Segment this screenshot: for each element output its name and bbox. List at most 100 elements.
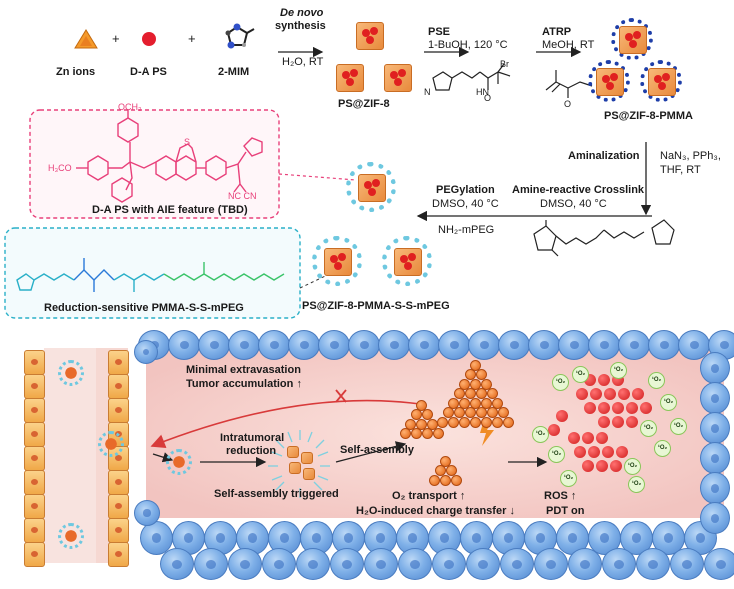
arrow-self-assembly: [335, 441, 407, 463]
ros-particle: [556, 410, 568, 422]
tumor-cell: [704, 548, 734, 580]
ros-particle: [584, 402, 596, 414]
assembled-particle: [459, 416, 470, 428]
ros-text: ROS: [544, 490, 568, 502]
zif8-particle: [384, 64, 412, 92]
tumor-cell: [498, 330, 530, 360]
peg-core: [324, 248, 352, 276]
singlet-oxygen-badge: ¹O₂: [628, 476, 645, 493]
mim-label: 2-MIM: [218, 66, 250, 78]
tumor-cell: [700, 382, 730, 414]
pmma-to-particle-line: [299, 269, 339, 289]
assembled-particle: [453, 407, 465, 419]
ros-particle: [626, 416, 638, 428]
tumor-cell: [648, 330, 680, 360]
pmma-box: [4, 227, 301, 319]
zn-ion-triangle-icon: [74, 29, 98, 49]
pse-molecule: [432, 63, 511, 91]
o-label-pse: O: [484, 93, 492, 103]
assembled-particle: [481, 397, 492, 409]
assembled-particle: [464, 369, 476, 381]
synthesis-label: synthesis: [275, 20, 326, 32]
assembled-particle: [503, 416, 514, 428]
tumor-cell: [228, 330, 260, 360]
assembled-particle: [475, 388, 487, 400]
assembled-particle: [448, 416, 459, 428]
assembled-particle: [448, 397, 459, 409]
ros-particle: [590, 388, 602, 400]
singlet-oxygen-badge: ¹O₂: [548, 446, 565, 463]
tumor-accumulation-label: Tumor accumulation ↑: [186, 378, 302, 391]
blocked-x-icon: [335, 389, 347, 403]
ros-particle: [612, 402, 624, 414]
ros-particle: [598, 402, 610, 414]
pmma-particle: [588, 60, 630, 102]
crosslink-cond: DMSO, 40 °C: [540, 198, 607, 210]
assembled-particle: [497, 407, 509, 419]
o2-transport-label: O₂ transport ↑: [392, 490, 465, 503]
assembled-particle: [481, 416, 492, 428]
tumor-cell: [318, 330, 350, 360]
extravasation-arrow: [150, 399, 421, 449]
released-core: [301, 452, 313, 464]
ros-particle: [604, 388, 616, 400]
tumor-cell: [432, 548, 466, 580]
crosslinker-molecule: [533, 219, 675, 257]
tumor-cell: [194, 548, 228, 580]
singlet-oxygen-badge: ¹O₂: [532, 426, 549, 443]
assembled-particle: [486, 388, 498, 400]
self-assembly-label: Self-assembly: [340, 444, 414, 456]
endothelial-cell: [108, 518, 129, 543]
tumor-cell: [468, 330, 500, 360]
tumor-cell: [330, 548, 364, 580]
pdt-on-label: PDT on: [546, 505, 585, 517]
atrp-label: ATRP: [542, 26, 572, 38]
endothelial-cell: [108, 470, 129, 495]
tumor-cell: [228, 548, 262, 580]
assembled-particle: [427, 418, 438, 430]
endothelial-cell: [24, 398, 45, 423]
up-arrow-icon: ↑: [459, 490, 466, 502]
final-particle-label: PS@ZIF-8-PMMA-S-S-mPEG: [302, 300, 450, 312]
ros-particle: [626, 402, 638, 414]
ros-particle: [582, 432, 594, 444]
assembled-particle: [459, 397, 470, 409]
vessel-particle: [58, 523, 84, 549]
synthesis-cond: H₂O, RT: [282, 56, 324, 68]
peg-micelle: [346, 162, 396, 212]
charge-transfer-label: H₂O-induced charge transfer ↓: [356, 505, 515, 518]
assembled-particle: [470, 360, 481, 371]
assembled-particle: [475, 407, 487, 419]
tumor-cell: [134, 340, 158, 364]
tumor-cell: [602, 548, 636, 580]
assembled-particle: [440, 474, 451, 486]
tumor-cell: [258, 330, 290, 360]
assembled-particle: [481, 378, 492, 390]
tumor-cell: [408, 330, 440, 360]
endothelial-cell: [108, 350, 129, 375]
assembled-particle: [470, 397, 481, 409]
endothelial-cell: [24, 470, 45, 495]
released-core: [303, 468, 315, 480]
charge-transfer-text: H₂O-induced charge transfer: [356, 505, 507, 517]
tumor-cell: [134, 500, 160, 526]
assembled-particle: [416, 418, 427, 430]
singlet-oxygen-badge: ¹O₂: [610, 362, 627, 379]
tumor-cell: [700, 352, 730, 384]
endothelial-cell: [24, 446, 45, 471]
released-core: [289, 462, 301, 474]
assembled-particle: [442, 407, 454, 419]
assembled-particle: [440, 456, 451, 467]
assembled-particle: [470, 416, 481, 428]
intratumoral-label: Intratumoral: [220, 432, 285, 444]
singlet-oxygen-badge: ¹O₂: [660, 394, 677, 411]
self-assembly-triggered-label: Self-assembly triggered: [214, 488, 339, 500]
singlet-oxygen-badge: ¹O₂: [572, 366, 589, 383]
assembled-particle: [464, 388, 476, 400]
up-arrow-icon: ↑: [296, 378, 302, 390]
assembled-particle: [475, 369, 487, 381]
vessel-particle: [98, 431, 124, 457]
tumor-cell: [348, 330, 380, 360]
tumor-cell: [288, 330, 320, 360]
vessel-particle: [58, 360, 84, 386]
